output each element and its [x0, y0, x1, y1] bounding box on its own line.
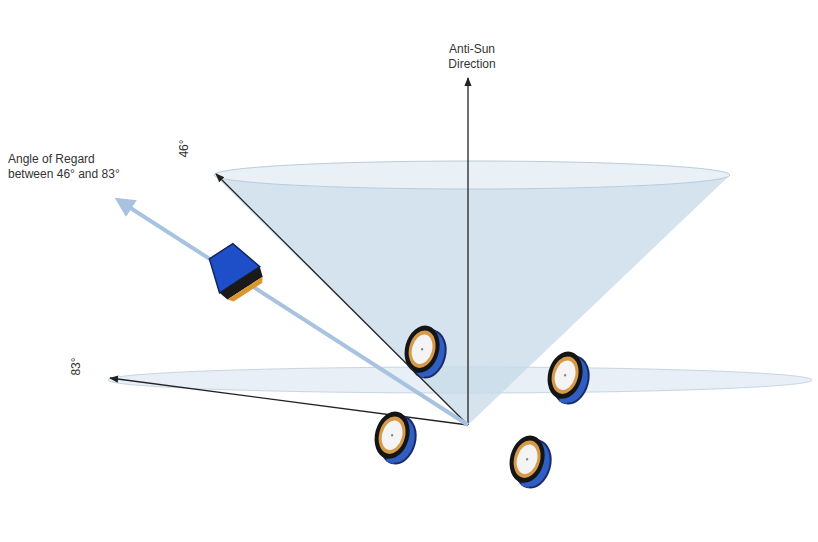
axis-label: Anti-Sun Direction	[441, 42, 503, 72]
exclusion-cone	[214, 175, 730, 425]
telescope-icon	[399, 322, 452, 382]
regard-label: Angle of Regard between 46° and 83°	[8, 152, 136, 182]
regard-arrow	[118, 200, 468, 425]
anti-sun-arrow	[467, 78, 468, 425]
angle-83-arrow	[110, 378, 468, 425]
cone-rim	[214, 161, 730, 189]
telescope-icon	[369, 408, 422, 468]
telescope-icon	[504, 432, 557, 492]
spacecraft-icon	[201, 238, 268, 305]
angle-46-arrow	[216, 174, 468, 425]
angle-label: 46°	[177, 139, 192, 157]
angle-label: 83°	[69, 357, 84, 375]
telescope-icon	[542, 348, 595, 408]
